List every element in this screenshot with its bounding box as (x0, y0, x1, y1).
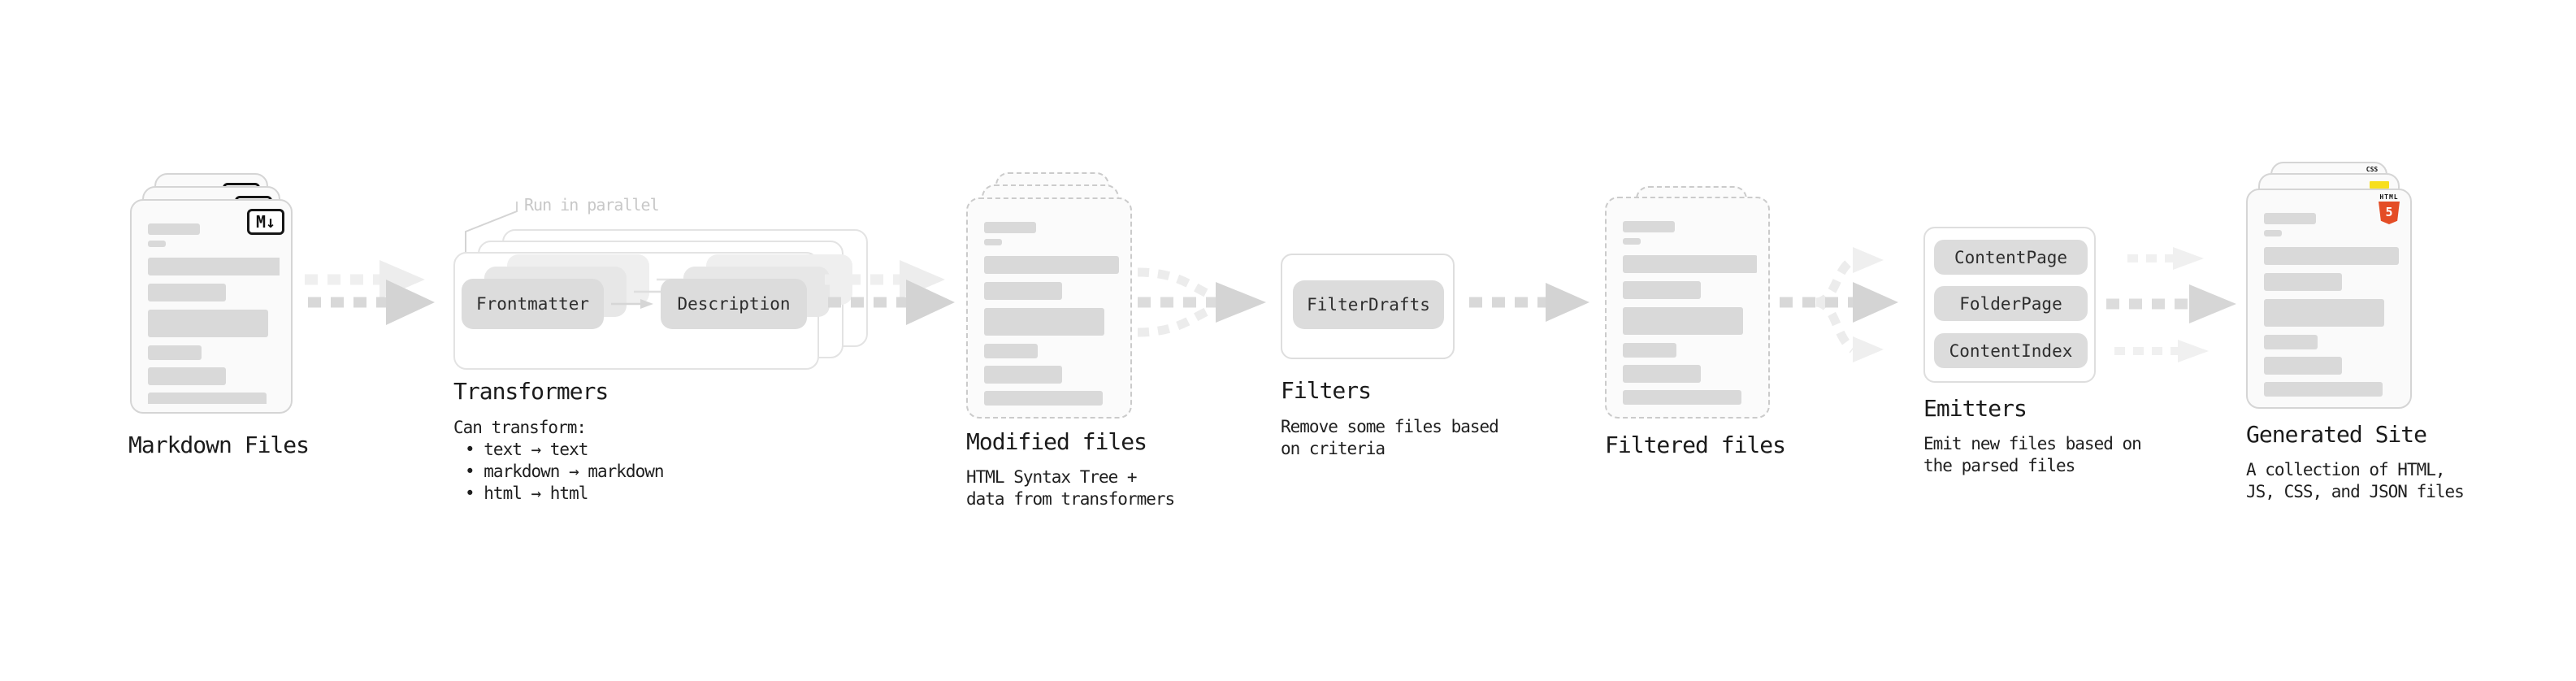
document-card (1605, 197, 1770, 419)
transformers-bullet: • markdown → markdown (465, 462, 665, 481)
doc-text-bar (148, 284, 226, 301)
doc-text-bar (2264, 299, 2384, 327)
doc-text-bar (2264, 382, 2383, 397)
doc-text-bar (984, 222, 1036, 233)
doc-text-bar (2264, 213, 2316, 224)
modified-files-desc: data from transformers (966, 489, 1175, 509)
flow-arrow-icon (305, 260, 435, 325)
markdown-files-stack: M↓ M↓ M↓ (130, 173, 317, 417)
filter-drafts-box: FilterDrafts (1293, 280, 1444, 329)
css-icon-label: CSS (2366, 166, 2379, 173)
doc-text-bar (148, 367, 226, 385)
transformers-bullet: • text → text (465, 440, 588, 459)
js-icon (2370, 181, 2389, 189)
markdown-files-label: Markdown Files (128, 432, 310, 458)
doc-text-bar (984, 391, 1103, 406)
doc-text-bar (984, 308, 1104, 336)
html5-number: 5 (2385, 204, 2393, 219)
doc-text-bar (2264, 357, 2342, 375)
run-in-parallel-annotation: Run in parallel (524, 195, 660, 215)
content-index-box: ContentIndex (1934, 333, 2088, 368)
doc-text-bar (1623, 238, 1641, 245)
emitters-box: ContentPage FolderPage ContentIndex (1923, 227, 2096, 383)
doc-text-bar (2264, 230, 2282, 236)
doc-text-bars (2264, 213, 2399, 399)
modified-files-desc: HTML Syntax Tree + (966, 467, 1138, 487)
flow-arrow-icon (825, 260, 955, 325)
annotation-leader-line (465, 202, 518, 254)
doc-text-bars (1623, 221, 1757, 409)
doc-text-bar (1623, 390, 1741, 405)
markdown-icon: M↓ (247, 209, 284, 235)
filtered-files-stack (1605, 186, 1792, 426)
doc-text-bar (1623, 281, 1701, 299)
html5-icon-label: HTML (2379, 193, 2399, 201)
doc-text-bar (148, 345, 202, 360)
transformers-stack: Frontmatter Description (453, 229, 870, 371)
doc-text-bars (984, 222, 1119, 409)
transformers-label: Transformers (453, 378, 609, 405)
document-card (966, 197, 1132, 419)
filtered-files-label: Filtered files (1605, 432, 1786, 458)
doc-text-bar (1623, 255, 1757, 273)
split-arrow-icon (1780, 247, 1898, 362)
document-card: M↓ (130, 199, 293, 414)
generated-site-desc: A collection of HTML, (2246, 460, 2446, 479)
doc-text-bar (148, 241, 166, 247)
doc-text-bar (1623, 307, 1743, 335)
filters-desc: on criteria (1281, 439, 1386, 458)
transform-arrow-icon (611, 299, 653, 309)
doc-text-bar (1623, 343, 1676, 358)
filters-label: Filters (1281, 377, 1372, 404)
doc-text-bar (984, 366, 1062, 384)
transformers-desc-heading: Can transform: (453, 418, 587, 437)
doc-text-bar (2264, 273, 2342, 291)
document-card: HTML 5 (2246, 189, 2412, 409)
modified-files-stack (966, 172, 1153, 424)
modified-files-label: Modified files (966, 428, 1147, 455)
emit-arrows-icon (2106, 247, 2236, 362)
emitters-desc: Emit new files based on (1923, 434, 2142, 453)
doc-text-bar (984, 239, 1002, 245)
generated-site-stack: CSS HTML 5 (2246, 162, 2433, 414)
html5-icon: HTML 5 (2379, 193, 2400, 224)
generated-site-desc: JS, CSS, and JSON files (2246, 482, 2465, 501)
folder-page-box: FolderPage (1934, 286, 2088, 321)
doc-text-bar (148, 258, 280, 275)
doc-text-bar (984, 256, 1119, 274)
doc-text-bar (984, 344, 1038, 358)
doc-text-bar (1623, 221, 1675, 232)
content-page-box: ContentPage (1934, 240, 2088, 275)
doc-text-bar (148, 223, 200, 235)
html5-shield: 5 (2379, 202, 2400, 224)
doc-text-bar (1623, 365, 1701, 383)
doc-text-bar (984, 282, 1062, 300)
frontmatter-box: Frontmatter (462, 279, 604, 329)
filters-desc: Remove some files based (1281, 417, 1499, 436)
doc-text-bar (148, 310, 268, 337)
description-box: Description (661, 279, 807, 329)
emitters-desc: the parsed files (1923, 456, 2075, 475)
doc-text-bar (148, 393, 267, 404)
doc-text-bar (2264, 247, 2399, 265)
transformers-bullet: • html → html (465, 484, 588, 503)
filters-box: FilterDrafts (1281, 254, 1455, 359)
doc-text-bar (2264, 335, 2318, 349)
merge-arrow-icon (1137, 267, 1266, 337)
generated-site-label: Generated Site (2246, 421, 2427, 448)
doc-text-bars (148, 223, 280, 404)
flow-arrow-icon (1469, 283, 1589, 322)
emitters-label: Emitters (1923, 395, 2027, 422)
